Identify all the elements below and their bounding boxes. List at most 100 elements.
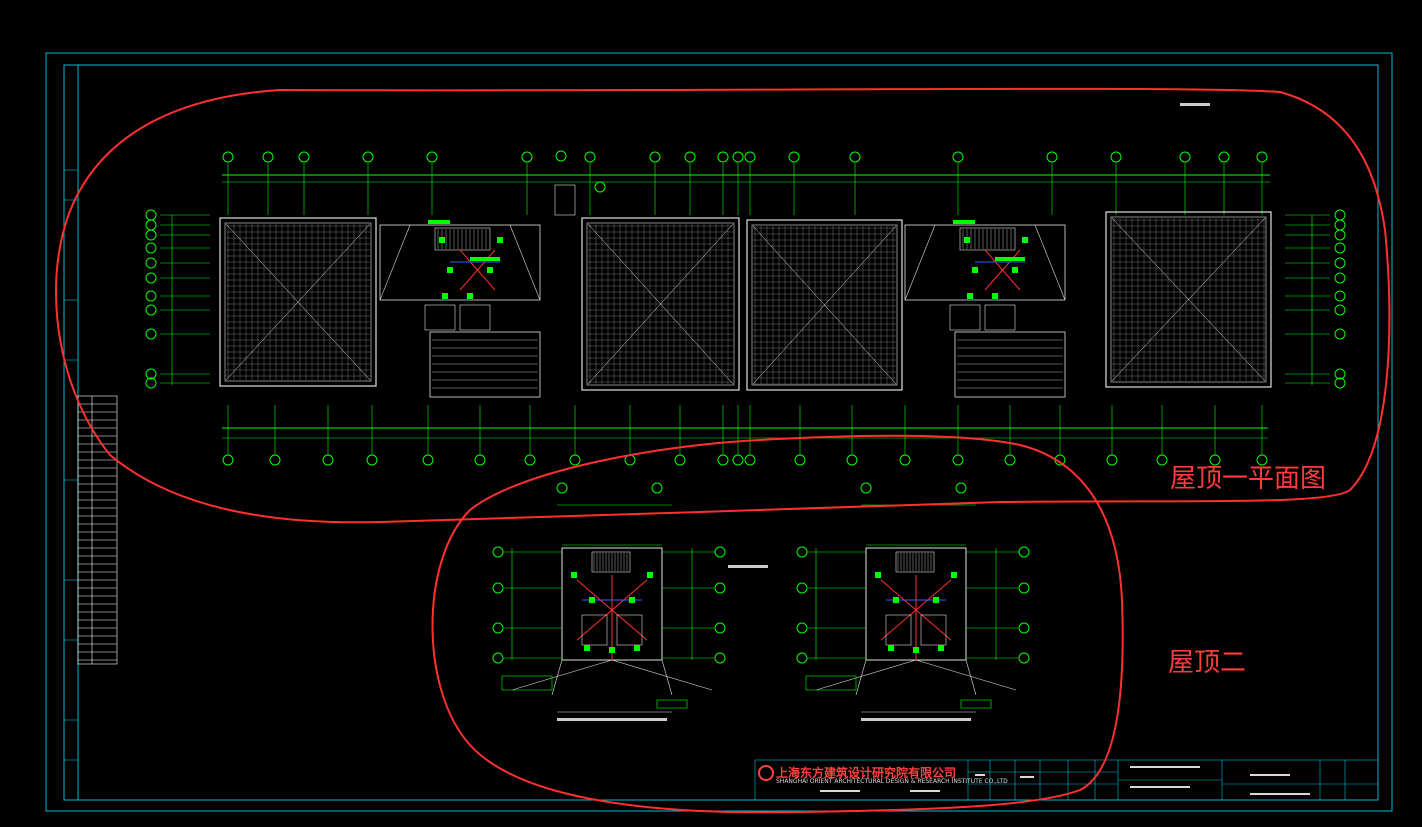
stair-core bbox=[379, 220, 541, 398]
axis-bubble bbox=[474, 454, 486, 466]
axis-bubble bbox=[714, 652, 726, 664]
roof-outline bbox=[746, 219, 903, 391]
markup-loop-roof-one bbox=[55, 87, 1391, 524]
roof-parapet bbox=[1110, 216, 1267, 383]
stair-box bbox=[591, 551, 631, 573]
slope-line bbox=[915, 659, 1017, 691]
equipment-marker bbox=[913, 647, 919, 653]
axis-bubble bbox=[1046, 151, 1058, 163]
axis-bubble bbox=[1334, 290, 1346, 302]
stair-box bbox=[959, 227, 1016, 251]
core-outline bbox=[379, 224, 541, 301]
equipment-marker bbox=[888, 645, 894, 651]
axis-bubble bbox=[794, 454, 806, 466]
axis-bubble bbox=[1334, 242, 1346, 254]
equipment-marker bbox=[951, 572, 957, 578]
axis-bubble bbox=[1334, 377, 1346, 389]
roof-parapet bbox=[224, 222, 372, 382]
axis-bubble bbox=[222, 151, 234, 163]
axis-bubble bbox=[521, 151, 533, 163]
axis-bubble bbox=[422, 454, 434, 466]
axis-bubble bbox=[492, 652, 504, 664]
axis-bubble bbox=[594, 181, 606, 193]
equipment-marker bbox=[487, 267, 493, 273]
axis-bubble bbox=[1018, 622, 1030, 634]
axis-bubble bbox=[1209, 454, 1221, 466]
title-block bbox=[754, 759, 1379, 801]
equipment-marker bbox=[584, 645, 590, 651]
equipment-marker bbox=[447, 267, 453, 273]
roof-slope bbox=[379, 224, 411, 301]
equipment-marker bbox=[589, 597, 595, 603]
equipment-marker bbox=[629, 597, 635, 603]
axis-bubble bbox=[732, 151, 744, 163]
axis-bubble bbox=[714, 582, 726, 594]
axis-bubble bbox=[1334, 272, 1346, 284]
axis-bubble bbox=[145, 272, 157, 284]
axis-bubble bbox=[298, 151, 310, 163]
axis-bubble bbox=[796, 652, 808, 664]
equipment-marker bbox=[442, 293, 448, 299]
axis-bubble bbox=[796, 582, 808, 594]
ridge-line bbox=[1111, 217, 1266, 382]
slope-line bbox=[965, 659, 977, 696]
equipment-marker bbox=[992, 293, 998, 299]
axis-bubble bbox=[1004, 454, 1016, 466]
company-name: 上海东方建筑设计研究院有限公司 bbox=[776, 766, 957, 780]
equipment-marker bbox=[967, 293, 973, 299]
equipment-marker bbox=[609, 647, 615, 653]
axis-bubble bbox=[145, 229, 157, 241]
axis-bubble bbox=[744, 151, 756, 163]
ridge-line bbox=[225, 223, 371, 381]
axis-bubble bbox=[1334, 328, 1346, 340]
axis-bubble bbox=[145, 328, 157, 340]
axis-bubble bbox=[1018, 652, 1030, 664]
tank-box bbox=[984, 304, 1016, 331]
roof-block bbox=[581, 217, 740, 391]
note-box bbox=[501, 675, 553, 691]
axis-bubble bbox=[717, 151, 729, 163]
axis-bubble bbox=[796, 546, 808, 558]
tank-box bbox=[885, 614, 912, 646]
ridge-line bbox=[587, 223, 734, 385]
pipe-red bbox=[984, 249, 1021, 291]
axis-bubble bbox=[651, 482, 663, 494]
equipment-marker bbox=[964, 237, 970, 243]
equipment-marker bbox=[972, 267, 978, 273]
stair-box bbox=[895, 551, 935, 573]
axis-bubble bbox=[860, 482, 872, 494]
axis-bubble bbox=[426, 151, 438, 163]
equipment-marker bbox=[1022, 237, 1028, 243]
axis-bubble bbox=[1110, 151, 1122, 163]
tank-box bbox=[581, 614, 608, 646]
annotation-roof-one: 屋顶一平面图 bbox=[1170, 464, 1327, 494]
small-room bbox=[554, 184, 576, 216]
roof-outline bbox=[581, 217, 740, 391]
axis-bubble bbox=[366, 454, 378, 466]
roof-parapet bbox=[751, 224, 898, 386]
axis-bubble bbox=[732, 454, 744, 466]
axis-bubble bbox=[145, 368, 157, 380]
axis-bubble bbox=[584, 151, 596, 163]
label-tag bbox=[953, 220, 975, 224]
slope-line bbox=[661, 659, 673, 696]
axis-bubble bbox=[1156, 454, 1168, 466]
axis-bubble bbox=[269, 454, 281, 466]
company-logo bbox=[758, 765, 774, 781]
scale-note bbox=[728, 565, 768, 568]
slope-line bbox=[551, 659, 563, 696]
label-tag bbox=[470, 257, 500, 261]
axis-bubble bbox=[674, 454, 686, 466]
label-tag bbox=[428, 220, 450, 224]
pipe-red bbox=[459, 249, 496, 291]
axis-bubble bbox=[796, 622, 808, 634]
axis-bubble bbox=[322, 454, 334, 466]
tank-box bbox=[920, 614, 947, 646]
ridge-line bbox=[752, 225, 897, 385]
axis-bubble bbox=[846, 454, 858, 466]
equipment-marker bbox=[875, 572, 881, 578]
stair-box bbox=[434, 227, 491, 251]
axis-bubble bbox=[1256, 151, 1268, 163]
axis-bubble bbox=[1256, 454, 1268, 466]
